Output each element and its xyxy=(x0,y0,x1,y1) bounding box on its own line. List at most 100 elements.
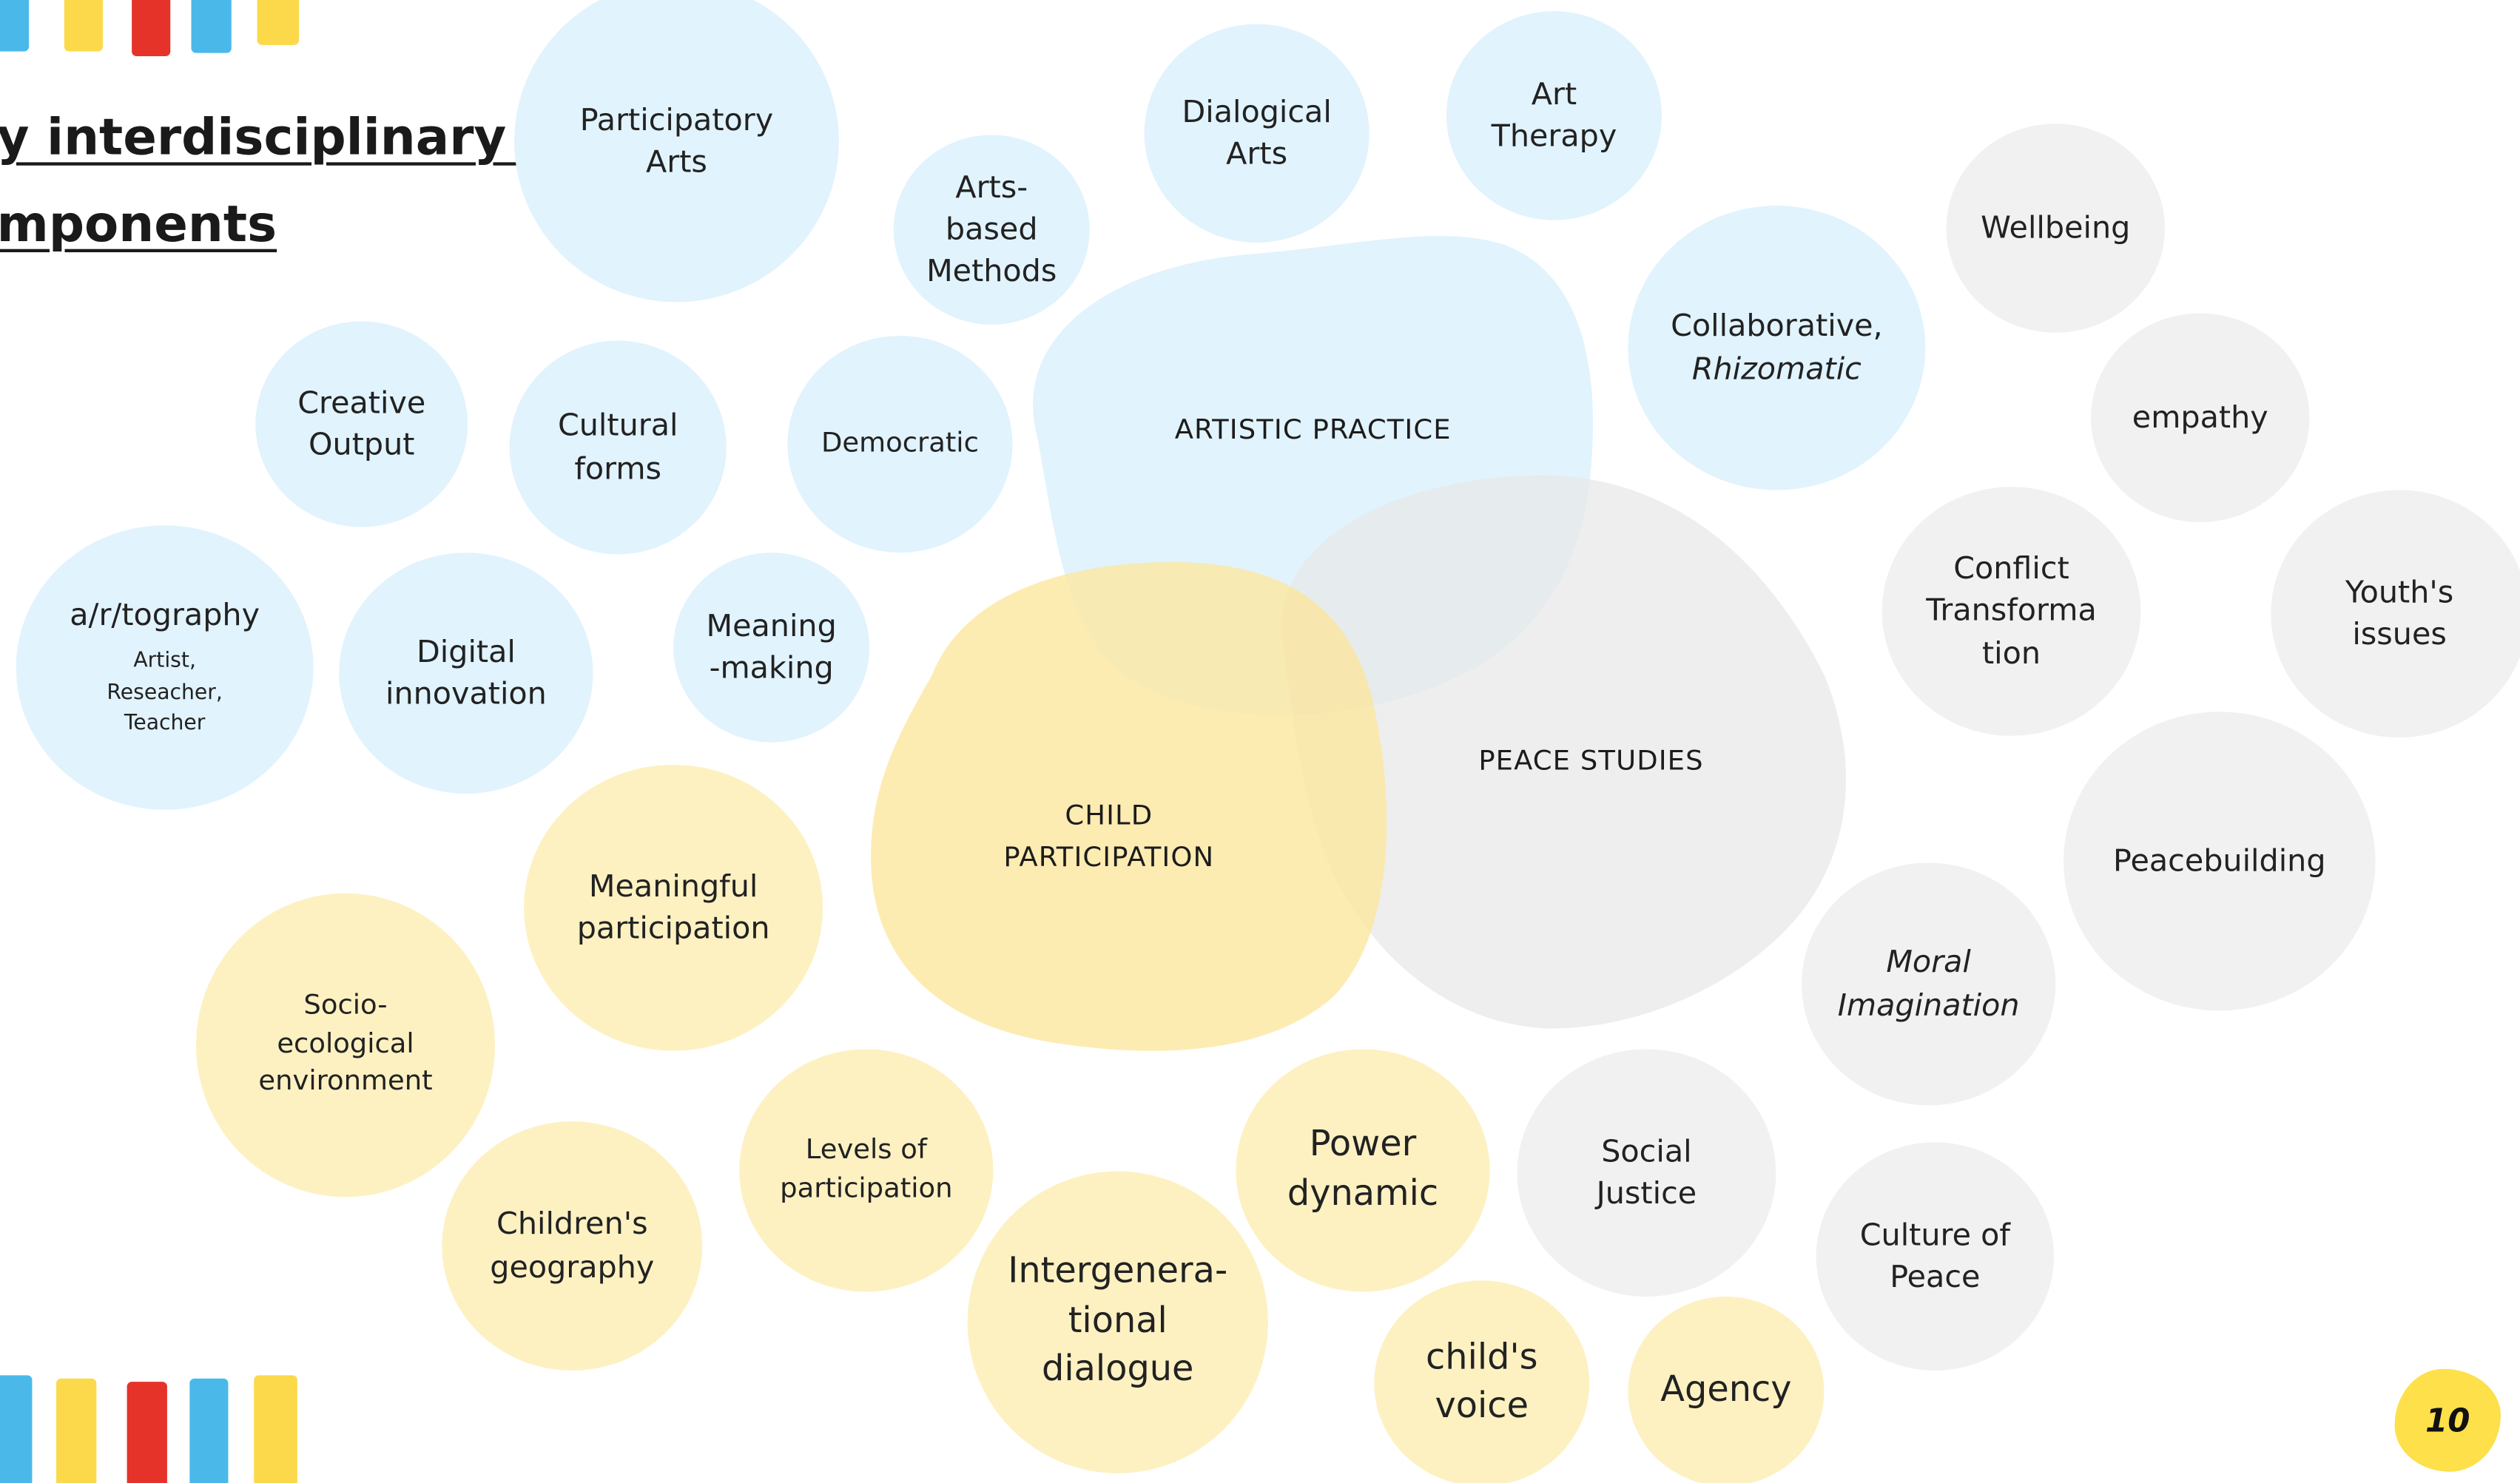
stripe-blue xyxy=(0,0,30,52)
bubble-text: Arts xyxy=(1226,136,1288,172)
conflict-transformation-bubble: Conflict Transforma tion xyxy=(1881,487,2141,736)
bubble-text: Intergenera- xyxy=(1008,1252,1228,1293)
bubble-text: Justice xyxy=(1596,1176,1697,1212)
meaningful-participation-bubble: Meaningful participation xyxy=(524,764,823,1051)
bubble-text: Transforma xyxy=(1926,593,2097,629)
levels-of-participation-bubble: Levels of participation xyxy=(739,1049,994,1292)
bubble-text: geography xyxy=(490,1249,655,1285)
bubble-text: Democratic xyxy=(821,427,979,459)
bubble-text: innovation xyxy=(385,676,547,712)
bubble-text: tion xyxy=(1981,635,2041,672)
cultural-forms-bubble: Cultural forms xyxy=(509,340,727,555)
bubble-text: Socio- xyxy=(303,990,388,1023)
bubble-text: based xyxy=(945,212,1038,248)
bubble-text: Agency xyxy=(1660,1370,1792,1411)
creative-output-bubble: Creative Output xyxy=(255,321,468,527)
bubble-text: issues xyxy=(2352,617,2447,652)
bubble-text: dynamic xyxy=(1287,1173,1439,1215)
bubble-text: Children's xyxy=(496,1206,648,1243)
bubble-text: Arts- xyxy=(955,169,1028,206)
empathy-bubble: empathy xyxy=(2091,313,2310,522)
bubble-text: -making xyxy=(709,650,834,686)
bubble-text: a/r/tography xyxy=(70,598,260,634)
power-dynamic-bubble: Power dynamic xyxy=(1236,1049,1490,1292)
culture-of-peace-bubble: Culture of Peace xyxy=(1816,1142,2055,1371)
bubble-text: Moral xyxy=(1886,945,1971,981)
bubble-text: Imagination xyxy=(1837,987,2020,1023)
collaborative-rhizomatic-bubble: Collaborative, Rhizomatic xyxy=(1628,206,1926,490)
bubble-text: voice xyxy=(1435,1386,1529,1427)
bubble-text: environment xyxy=(258,1065,433,1098)
bubble-text: forms xyxy=(574,450,662,487)
bubble-text: empathy xyxy=(2132,399,2268,436)
bubble-text: tional xyxy=(1068,1301,1168,1342)
art-therapy-bubble: Art Therapy xyxy=(1446,11,1662,220)
peace-studies-label: PEACE STUDIES xyxy=(1478,745,1704,778)
slide-title-line-1: y interdisciplinary xyxy=(0,109,524,167)
bubble-text: Methods xyxy=(926,254,1057,290)
social-justice-bubble: Social Justice xyxy=(1517,1049,1776,1297)
democratic-bubble: Democratic xyxy=(787,335,1013,553)
youths-issues-bubble: Youth's issues xyxy=(2271,490,2520,738)
bubble-text: Meaningful xyxy=(588,868,758,905)
artography-bubble: a/r/tography Artist, Reseacher, Teacher xyxy=(16,525,314,810)
child-participation-label: CHILD PARTICIPATION xyxy=(949,795,1270,879)
bubble-text: Peacebuilding xyxy=(2113,843,2326,879)
stripe-red xyxy=(127,1382,167,1483)
childrens-geography-bubble: Children's geography xyxy=(442,1121,703,1371)
bubble-text: Social xyxy=(1601,1134,1692,1169)
bubble-text: Digital xyxy=(417,634,516,670)
bubble-subtext: Teacher xyxy=(124,712,206,737)
bubble-text: Collaborative, xyxy=(1671,308,1883,345)
bubble-text: Cultural xyxy=(557,408,678,445)
bubble-text: Conflict xyxy=(1953,551,2069,587)
bubble-subtext: Artist, xyxy=(133,649,196,674)
child-participation-label-line2: PARTICIPATION xyxy=(1003,842,1215,875)
socio-ecological-bubble: Socio- ecological environment xyxy=(196,893,496,1197)
digital-innovation-bubble: Digital innovation xyxy=(339,553,593,794)
dialogical-arts-bubble: Dialogical Arts xyxy=(1144,24,1370,243)
stripe-yellow xyxy=(56,1378,97,1483)
child-participation-area xyxy=(871,562,1387,1051)
bubble-text: Output xyxy=(309,427,415,463)
page-number-badge: 10 xyxy=(2394,1368,2501,1472)
bubble-text: participation xyxy=(780,1172,953,1205)
bubble-text: Youth's xyxy=(2345,575,2454,610)
bubble-text: Levels of xyxy=(805,1134,927,1167)
intergenerational-dialogue-bubble: Intergenera- tional dialogue xyxy=(967,1171,1268,1473)
bubble-text: Creative xyxy=(297,385,426,421)
slide-title-line-2: mponents xyxy=(0,196,277,254)
stripe-yellow xyxy=(64,0,104,52)
peace-studies-area xyxy=(1281,475,1847,1029)
bubble-text: participation xyxy=(576,911,770,947)
bubble-text: Meaning xyxy=(706,608,837,644)
bubble-text: dialogue xyxy=(1042,1350,1194,1391)
bubble-text: ecological xyxy=(277,1027,414,1061)
stripe-blue xyxy=(0,1375,33,1483)
artistic-practice-label: ARTISTIC PRACTICE xyxy=(1174,414,1452,447)
arts-based-methods-bubble: Arts- based Methods xyxy=(893,135,1090,325)
bubble-text: Participatory xyxy=(579,102,774,138)
peacebuilding-bubble: Peacebuilding xyxy=(2063,712,2376,1011)
childs-voice-bubble: child's voice xyxy=(1374,1280,1590,1483)
stripe-yellow xyxy=(254,1375,297,1483)
agency-bubble: Agency xyxy=(1628,1296,1825,1483)
participatory-arts-bubble: Participatory Arts xyxy=(514,0,839,303)
bubble-text: Dialogical xyxy=(1182,94,1332,130)
bubble-text: Art xyxy=(1531,76,1577,112)
bubble-text: Culture of xyxy=(1859,1217,2010,1253)
stripe-yellow xyxy=(257,0,300,45)
bubble-text: Rhizomatic xyxy=(1691,351,1862,387)
child-participation-label-line1: CHILD xyxy=(1065,800,1153,833)
bubble-text: Peace xyxy=(1890,1260,1981,1295)
bubble-text: Arts xyxy=(646,144,707,180)
page-number: 10 xyxy=(2425,1401,2470,1440)
stripe-blue xyxy=(191,0,232,53)
moral-imagination-bubble: Moral Imagination xyxy=(1802,862,2056,1106)
bubble-text: child's xyxy=(1426,1337,1538,1378)
meaning-making-bubble: Meaning -making xyxy=(673,553,870,743)
stripe-red xyxy=(132,0,171,57)
bubble-text: Therapy xyxy=(1491,118,1617,155)
